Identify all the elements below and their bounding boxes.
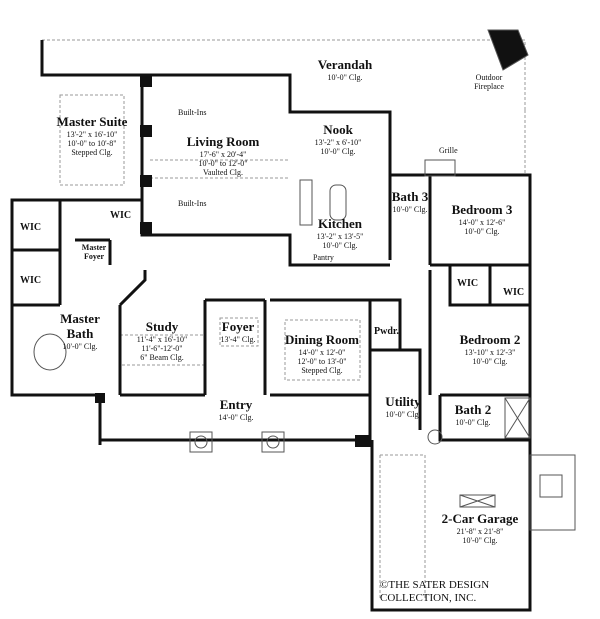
room-master-suite: Master Suite 13'-2" x 16'-10" 10'-0" to … — [56, 114, 128, 158]
room-name: Nook — [323, 122, 353, 137]
room-ceiling: 10'-0" Clg. — [322, 241, 358, 251]
room-name: Bedroom 3 — [451, 202, 513, 217]
master-foyer-label: Master Foyer — [81, 243, 107, 261]
room-name: Entry — [219, 397, 253, 412]
room-kitchen: Kitchen 13'-2" x 13'-5" 10'-0" Clg. — [316, 216, 364, 251]
room-ceiling: 13'-4" Clg. — [220, 334, 256, 344]
room-ceiling-type: Stepped Clg. — [301, 366, 343, 376]
room-ceiling: 12'-0" to 13'-0" — [297, 357, 347, 367]
room-ceiling: 10'-0" to 12'-0" — [198, 159, 248, 169]
room-ceiling: 10'-0" to 10'-8" — [67, 139, 117, 149]
room-ceiling: 10'-0" Clg. — [455, 417, 491, 427]
room-size: 13'-10" x 12'-3" — [464, 347, 516, 357]
room-name: Kitchen — [317, 216, 363, 231]
room-name: 2-Car Garage — [441, 511, 519, 526]
room-entry: Entry 14'-0" Clg. — [218, 397, 254, 422]
wic-label: WIC — [20, 222, 42, 233]
room-name: Study — [145, 319, 179, 334]
room-bath3: Bath 3 10'-0" Clg. — [391, 189, 429, 214]
room-ceiling-type: Stepped Clg. — [71, 148, 113, 158]
room-foyer: Foyer 13'-4" Clg. — [220, 319, 256, 344]
room-name: Utility — [385, 394, 421, 409]
room-name: Living Room — [186, 134, 260, 149]
room-pwdr: Pwdr. — [374, 326, 399, 337]
pantry-label: Pantry — [313, 253, 334, 262]
room-bath2: Bath 2 10'-0" Clg. — [454, 402, 492, 427]
wic-label: WIC — [110, 210, 132, 221]
room-master-bath: Master Bath 10'-0" Clg. — [55, 311, 105, 351]
room-name: Dining Room — [284, 332, 360, 347]
copyright-line: ©THE SATER DESIGN — [380, 579, 490, 591]
room-size: 17'-6" x 20'-4" — [199, 149, 247, 159]
room-ceiling: 10'-0" Clg. — [392, 204, 428, 214]
room-name: Master Suite — [56, 114, 128, 129]
room-bedroom3: Bedroom 3 14'-0" x 12'-6" 10'-0" Clg. — [451, 202, 513, 237]
copyright-line: COLLECTION, INC. — [380, 592, 477, 605]
room-size: 11'-4" x 16'-10" — [136, 334, 188, 344]
room-ceiling: 10'-0" Clg. — [62, 341, 98, 351]
room-size: 13'-2" x 16'-10" — [66, 129, 118, 139]
room-ceiling: 10'-0" Clg. — [320, 147, 356, 157]
room-ceiling: 10'-0" Clg. — [472, 357, 508, 367]
room-ceiling: 10'-0" Clg. — [462, 536, 498, 546]
wic-label: WIC — [20, 275, 42, 286]
room-nook: Nook 13'-2" x 6'-10" 10'-0" Clg. — [314, 122, 362, 157]
room-study: Study 11'-4" x 16'-10" 11'-6"-12'-0" 6" … — [136, 319, 188, 363]
room-size: 14'-0" x 12'-0" — [298, 347, 346, 357]
room-name: Bath 2 — [454, 402, 492, 417]
room-bedroom2: Bedroom 2 13'-10" x 12'-3" 10'-0" Clg. — [459, 332, 521, 367]
room-ceiling-type: Vaulted Clg. — [203, 168, 243, 178]
built-ins-label: Built-Ins — [178, 199, 207, 208]
room-dining-room: Dining Room 14'-0" x 12'-0" 12'-0" to 13… — [284, 332, 360, 376]
room-ceiling: 10'-0" Clg. — [327, 72, 363, 82]
outdoor-fireplace-label: Outdoor Fireplace — [474, 73, 504, 91]
room-name: Master Bath — [60, 311, 100, 341]
room-name: Bedroom 2 — [459, 332, 521, 347]
wic-label: WIC — [503, 287, 525, 298]
room-living-room: Living Room 17'-6" x 20'-4" 10'-0" to 12… — [186, 134, 260, 178]
room-size: 13'-2" x 6'-10" — [314, 137, 362, 147]
grille-label: Grille — [439, 146, 458, 155]
copyright-notice: ©THE SATER DESIGN COLLECTION, INC. — [380, 579, 489, 605]
room-name: Verandah — [317, 57, 373, 72]
room-size: 13'-2" x 13'-5" — [316, 231, 364, 241]
room-ceiling: 10'-0" Clg. — [385, 409, 421, 419]
room-utility: Utility 10'-0" Clg. — [385, 394, 421, 419]
wic-label: WIC — [457, 278, 479, 289]
built-ins-label: Built-Ins — [178, 108, 207, 117]
room-ceiling-type: 6" Beam Clg. — [140, 353, 184, 363]
room-verandah: Verandah 10'-0" Clg. — [317, 57, 373, 82]
room-ceiling: 14'-0" Clg. — [218, 412, 254, 422]
room-ceiling: 11'-6"-12'-0" — [141, 344, 183, 354]
room-ceiling: 10'-0" Clg. — [464, 227, 500, 237]
room-size: 21'-8" x 21'-8" — [456, 526, 504, 536]
room-garage: 2-Car Garage 21'-8" x 21'-8" 10'-0" Clg. — [441, 511, 519, 546]
room-name: Foyer — [221, 319, 255, 334]
room-size: 14'-0" x 12'-6" — [458, 217, 506, 227]
room-name: Bath 3 — [391, 189, 429, 204]
